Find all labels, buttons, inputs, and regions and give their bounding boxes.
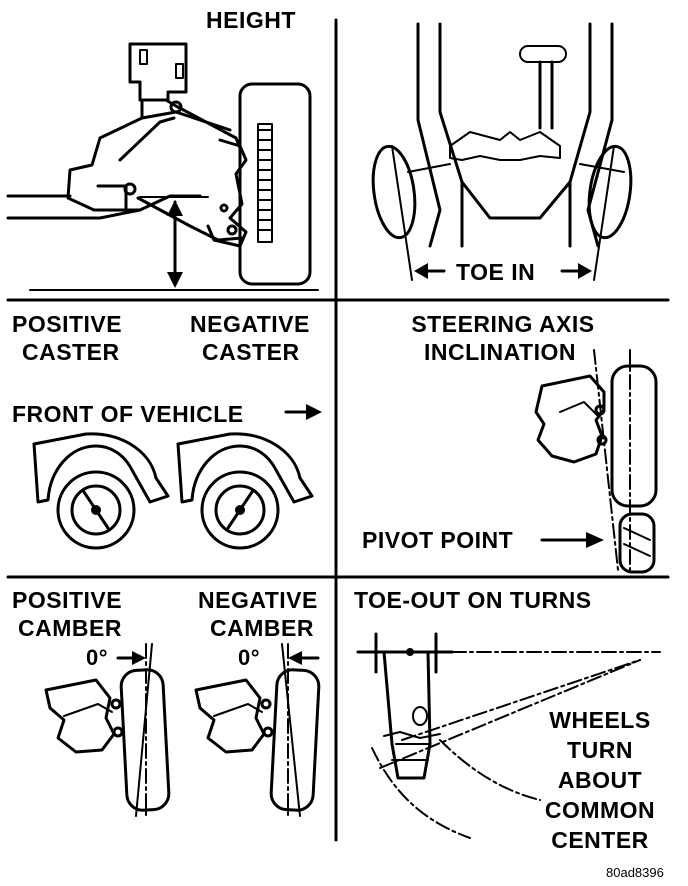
positive-caster-wheel: [56, 470, 136, 550]
toe-in-guides: [391, 145, 615, 281]
toe-in-right-wheel: [587, 144, 633, 240]
height-wheel: [238, 82, 312, 286]
positive-camber-knuckle: [44, 678, 124, 754]
toe-out-turn-arcs: [371, 651, 661, 839]
positive-caster-label-line2: CASTER: [22, 339, 120, 365]
negative-caster-label-line1: NEGATIVE: [190, 311, 310, 337]
toe-in-frame-drawing: [407, 22, 625, 248]
negative-camber-label-line1: NEGATIVE: [198, 587, 318, 613]
toe-out-steering-linkage: [356, 632, 454, 780]
toe-out-title: TOE-OUT ON TURNS: [354, 587, 592, 613]
arrow-right-icon: [284, 404, 322, 420]
toe-in-label: TOE IN: [456, 259, 536, 285]
sai-title-line1: STEERING AXIS: [411, 311, 595, 337]
toe-out-note-line5: CENTER: [551, 827, 649, 853]
sai-knuckle-drawing: [534, 374, 608, 464]
height-suspension-drawing: [6, 42, 248, 248]
arrow-right-icon: [116, 651, 146, 665]
positive-caster-fender: [32, 432, 170, 504]
pivot-arrow-icon: [540, 532, 604, 548]
sai-axis-lines: [593, 349, 631, 571]
toe-out-note-line3: ABOUT: [557, 767, 643, 793]
toe-out-note-line2: TURN: [567, 737, 633, 763]
double-arrow-icon: [414, 263, 592, 279]
negative-camber-degree: 0°: [238, 645, 261, 670]
negative-caster-label-line2: CASTER: [202, 339, 300, 365]
toe-in-left-wheel: [371, 144, 417, 240]
positive-caster-label-line1: POSITIVE: [12, 311, 123, 337]
negative-camber-knuckle: [194, 678, 274, 754]
front-of-vehicle-label: FRONT OF VEHICLE: [12, 401, 244, 427]
toe-out-note-line1: WHEELS: [549, 707, 651, 733]
positive-camber-wheel: [119, 643, 171, 817]
positive-camber-degree: 0°: [86, 645, 109, 670]
negative-camber-label-line2: CAMBER: [210, 615, 314, 641]
negative-caster-wheel: [200, 470, 280, 550]
arrow-left-icon: [288, 651, 320, 665]
negative-camber-wheel: [269, 643, 321, 817]
sai-title-line2: INCLINATION: [423, 339, 576, 365]
pivot-point-label: PIVOT POINT: [362, 527, 514, 553]
negative-caster-fender: [176, 432, 314, 504]
figure-id: 80ad8396: [606, 865, 664, 880]
positive-camber-label-line1: POSITIVE: [12, 587, 123, 613]
height-measure-arrow: [29, 196, 319, 291]
toe-out-note-line4: COMMON: [544, 797, 656, 823]
height-title: HEIGHT: [206, 7, 296, 33]
sai-wheel: [610, 364, 658, 574]
positive-camber-label-line2: CAMBER: [18, 615, 122, 641]
